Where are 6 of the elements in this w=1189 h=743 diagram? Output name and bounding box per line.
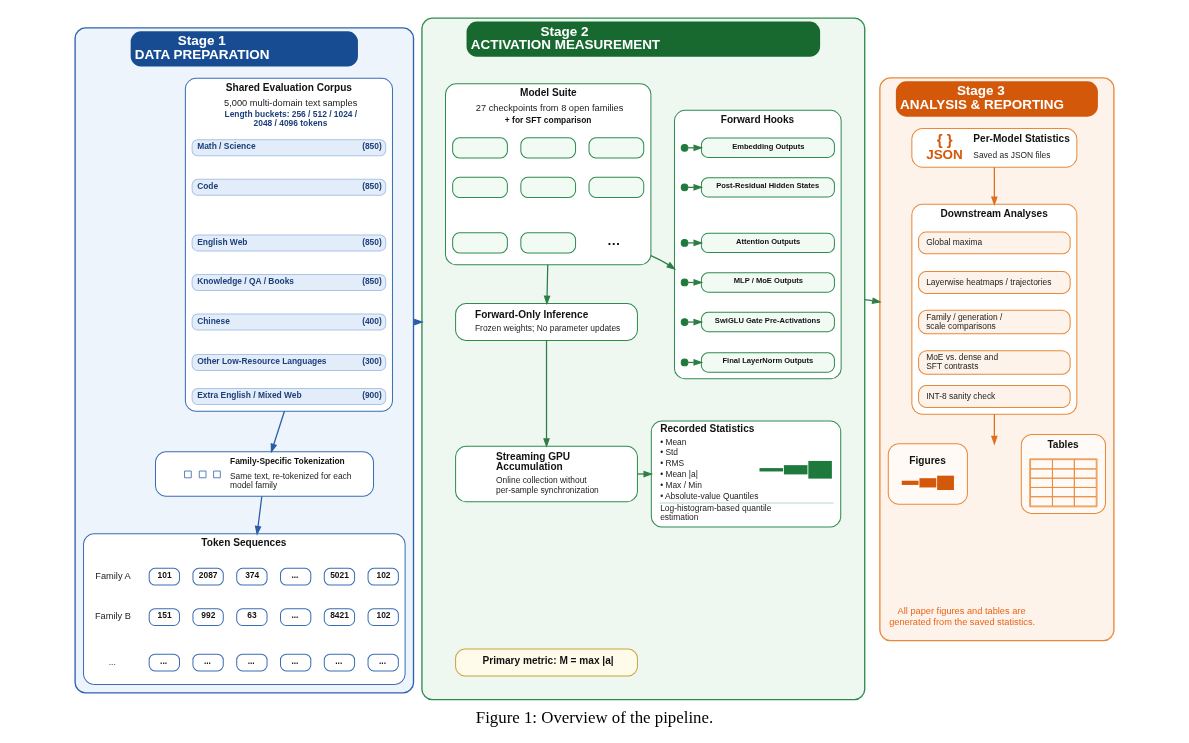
label: …: [607, 233, 621, 249]
label: Family B: [94, 611, 131, 622]
label: ...: [108, 656, 116, 667]
caption: Figure 1: Overview of the pipeline.: [475, 708, 714, 728]
label: Family A: [95, 571, 131, 582]
label: All paper figures and tables are generated from the saved statistics.: [889, 606, 1036, 627]
